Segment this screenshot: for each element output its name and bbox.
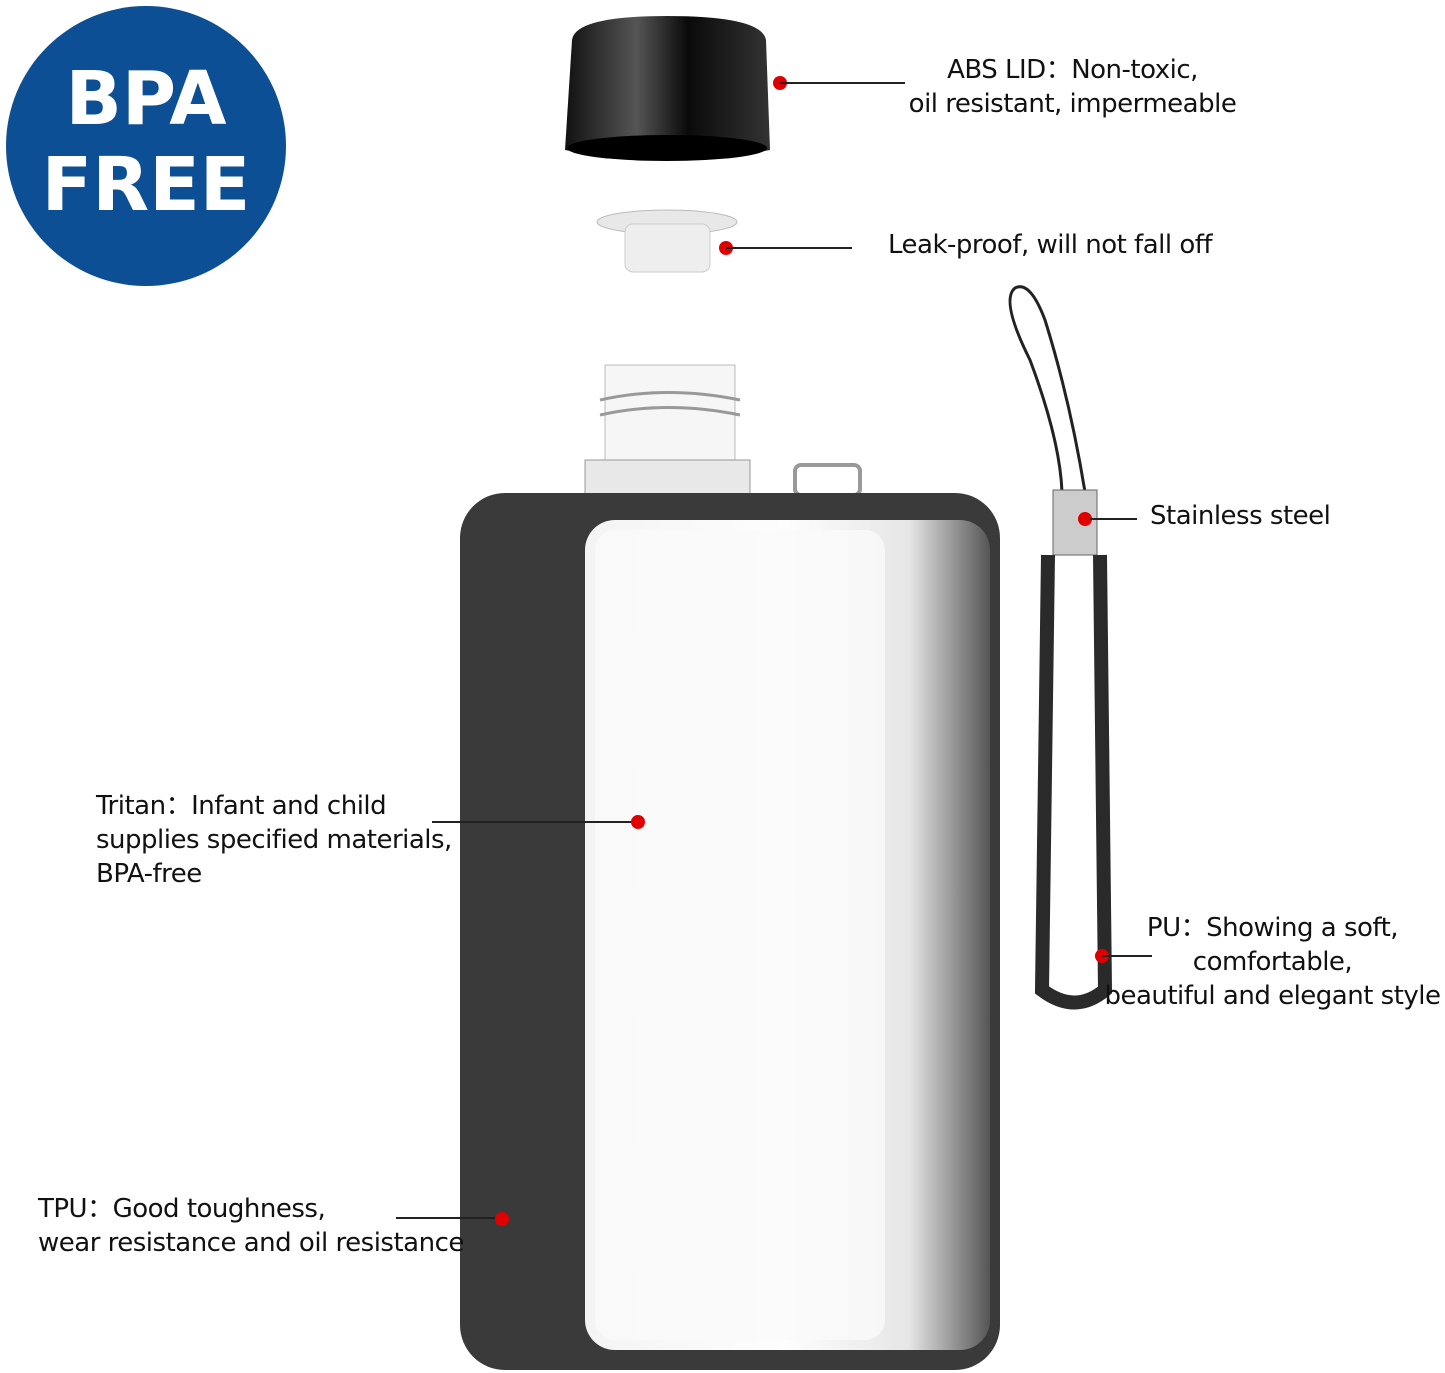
badge-line-1: BPA — [65, 56, 227, 142]
plug — [596, 209, 738, 273]
badge-line-2: FREE — [41, 142, 251, 228]
plug-leader-line — [726, 247, 852, 249]
clip-callout-line: Stainless steel — [1150, 501, 1331, 531]
frame-marker — [495, 1212, 509, 1226]
frame-callout-line: TPU：Good toughness, — [38, 1194, 326, 1224]
plug-callout: Leak-proof, will not fall off — [888, 228, 1213, 262]
lid-callout: ABS LID：Non-toxic, oil resistant, imperm… — [905, 53, 1240, 121]
wrist-strap — [1008, 285, 1113, 1010]
frame-leader-line — [396, 1217, 502, 1219]
body-marker — [631, 815, 645, 829]
clip-callout: Stainless steel — [1150, 499, 1331, 533]
lid-leader-line — [780, 82, 905, 84]
body-callout-line: Tritan：Infant and child — [96, 791, 387, 821]
strap-callout-line: comfortable, — [1192, 947, 1353, 977]
lid-callout-line: ABS LID：Non-toxic, — [947, 55, 1198, 85]
frame-callout: TPU：Good toughness, wear resistance and … — [38, 1192, 464, 1260]
body-callout-line: BPA-free — [96, 859, 202, 889]
strap-callout-line: PU：Showing a soft, — [1146, 913, 1399, 943]
bottle-frame — [460, 493, 1000, 1370]
clip-marker — [1078, 512, 1092, 526]
strap-callout-line: beautiful and elegant style — [1104, 981, 1441, 1011]
strap-callout: PU：Showing a soft, comfortable, beautifu… — [1100, 911, 1445, 1013]
bottle-neck — [584, 364, 862, 497]
body-callout-line: supplies specified materials, — [96, 825, 452, 855]
lid — [565, 16, 770, 161]
body-callout: Tritan：Infant and child supplies specifi… — [96, 789, 452, 891]
clip-leader-line — [1090, 518, 1137, 520]
lid-callout-line: oil resistant, impermeable — [908, 89, 1237, 119]
frame-callout-line: wear resistance and oil resistance — [38, 1228, 464, 1258]
plug-callout-line: Leak-proof, will not fall off — [888, 230, 1213, 260]
body-leader-line — [432, 821, 638, 823]
strap-leader-line — [1102, 955, 1152, 957]
